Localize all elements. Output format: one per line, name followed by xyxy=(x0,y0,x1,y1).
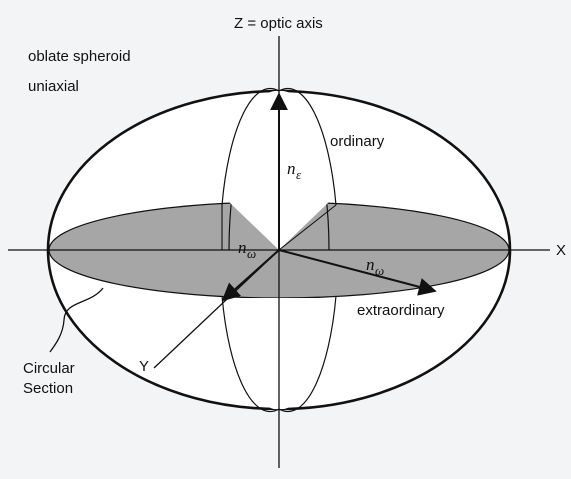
circular-section-pointer xyxy=(49,287,104,353)
title-line-2: uniaxial xyxy=(28,78,79,95)
n-omega-right-arrow xyxy=(278,249,437,296)
x-axis-label: X xyxy=(556,242,566,259)
extraordinary-label: extraordinary xyxy=(357,302,445,319)
meridian-upper-right xyxy=(278,87,337,206)
meridian-lower-left xyxy=(221,295,280,413)
n-epsilon-symbol: n xyxy=(287,159,296,178)
circular-section-label-1: Circular xyxy=(23,360,75,377)
n-omega-left-subscript: ω xyxy=(247,246,256,261)
section-cut-edge-right xyxy=(278,204,337,251)
n-omega-left-symbol: n xyxy=(238,238,247,257)
ordinary-label: ordinary xyxy=(330,133,385,150)
z-axis-label: Z = optic axis xyxy=(234,15,323,32)
meridian-upper-left xyxy=(221,87,280,206)
n-omega-right-symbol: n xyxy=(366,255,375,274)
n-omega-left-arrow xyxy=(221,249,280,302)
circular-section-label-2: Section xyxy=(23,380,73,397)
title-line-1: oblate spheroid xyxy=(28,48,131,65)
n-epsilon-subscript: ε xyxy=(296,167,302,182)
n-omega-right-subscript: ω xyxy=(375,263,384,278)
meridian-lower-right xyxy=(278,295,337,413)
y-axis-label: Y xyxy=(139,358,149,375)
